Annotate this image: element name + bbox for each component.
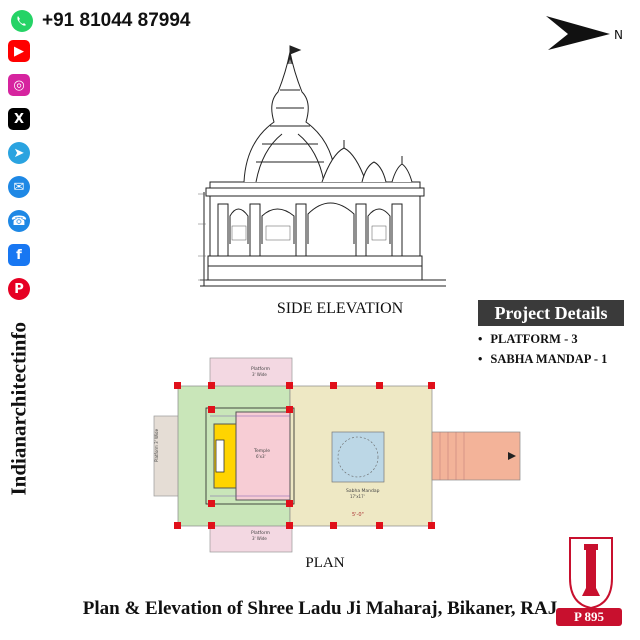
- project-detail-item: PLATFORM - 3: [478, 332, 638, 352]
- sabha-dome: [331, 431, 385, 483]
- side-elevation-label: SIDE ELEVATION: [276, 300, 404, 317]
- phone-number[interactable]: +91 81044 87994: [42, 10, 191, 31]
- email-icon[interactable]: ✉: [8, 176, 30, 198]
- label-dim-bottom: 5'-0": [352, 512, 364, 518]
- phone-icon[interactable]: ☎: [8, 210, 30, 232]
- project-detail-item: SABHA MANDAP - 1: [478, 352, 638, 372]
- brand-vertical-text: Indianarchitectinfo: [6, 322, 31, 496]
- label-temple: Temple: [253, 448, 270, 454]
- label-platform-left: Platform 3' Wide: [154, 428, 159, 462]
- svg-text:3' Wide: 3' Wide: [252, 536, 267, 541]
- instagram-icon[interactable]: ◎: [8, 74, 30, 96]
- youtube-icon[interactable]: ▶: [8, 40, 30, 62]
- north-label: N: [614, 28, 623, 42]
- indian-architect-logo: [569, 537, 613, 610]
- label-sabha: Sabha Mandap: [346, 488, 380, 494]
- label-platform-top: Platform: [251, 366, 270, 372]
- page-caption: Plan & Elevation of Shree Ladu Ji Mahara…: [82, 598, 558, 619]
- label-platform-bottom: Platform: [251, 530, 270, 536]
- svg-text:17'x17': 17'x17': [350, 494, 365, 499]
- contact-row: +91 81044 87994: [10, 8, 190, 34]
- pinterest-icon[interactable]: P: [8, 278, 30, 300]
- plan-drawing: Platform 3' Wide Platform 3' Wide Temple…: [153, 357, 521, 553]
- plan-label: PLAN: [305, 555, 345, 571]
- telegram-icon[interactable]: ➤: [8, 142, 30, 164]
- platform-top: [209, 357, 293, 389]
- badge-code: P 895: [556, 608, 622, 626]
- stairs: [431, 431, 521, 481]
- social-links: ▶ ◎ X ➤ ✉ ☎ f P: [8, 40, 32, 312]
- whatsapp-icon[interactable]: [10, 9, 34, 33]
- svg-text:6'x3': 6'x3': [256, 454, 266, 459]
- platform-bottom: [209, 521, 293, 553]
- north-arrow-icon: N: [546, 16, 623, 50]
- side-elevation-drawing: [198, 45, 446, 287]
- project-details-title: Project Details: [478, 300, 624, 326]
- x-icon[interactable]: X: [8, 108, 30, 130]
- facebook-icon[interactable]: f: [8, 244, 30, 266]
- project-details-list: PLATFORM - 3 SABHA MANDAP - 1: [478, 332, 638, 372]
- svg-text:3' Wide: 3' Wide: [252, 372, 267, 377]
